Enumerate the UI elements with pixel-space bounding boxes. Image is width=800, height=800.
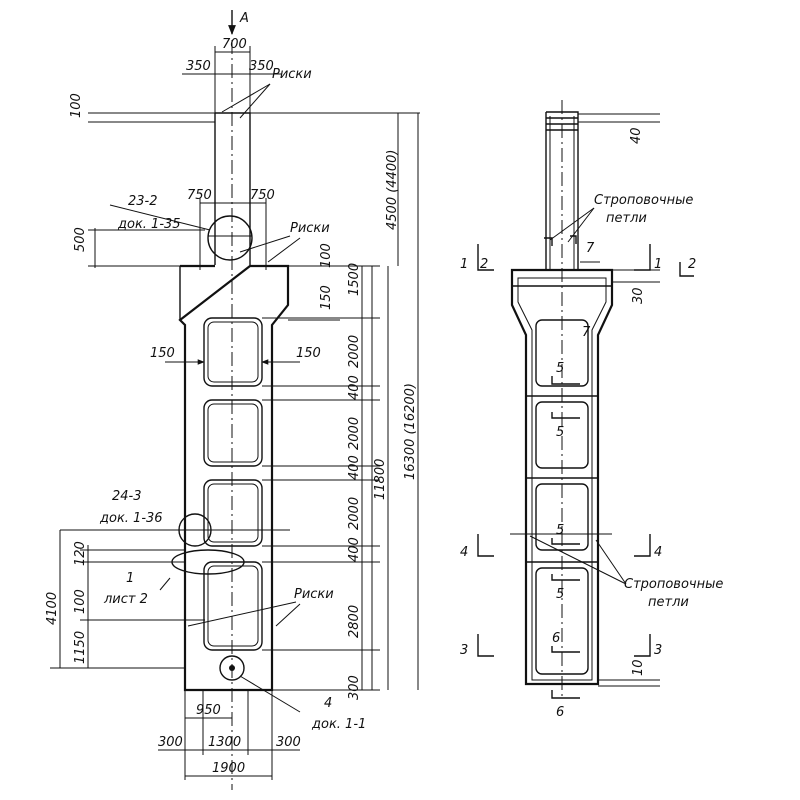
- dim-1150: 1150: [73, 631, 88, 664]
- opening-3: [203, 479, 263, 547]
- dim-150-right: 150: [296, 346, 321, 361]
- section-4-right: 4: [654, 545, 662, 560]
- detail-circle-4: [219, 655, 245, 681]
- section-3-left: 3: [460, 643, 468, 658]
- section-6-b: 6: [556, 705, 564, 720]
- dim-30: 30: [631, 287, 646, 304]
- side-head: [545, 111, 579, 270]
- sheet-ref-num: 1: [126, 571, 134, 586]
- dim-400-3: 400: [347, 537, 362, 562]
- dim-2000-1: 2000: [347, 335, 362, 368]
- dim-300-right: 300: [276, 735, 301, 750]
- side-view: 40 Строповочные петли 1 2 1 2 7 30 7: [460, 100, 723, 720]
- section-5-b: 5: [556, 425, 564, 440]
- side-cell-1: [535, 319, 589, 387]
- opening-2: [203, 399, 263, 467]
- side-cell-2: [535, 401, 589, 469]
- dim-2800: 2800: [347, 605, 362, 638]
- dim-350-left: 350: [186, 59, 211, 74]
- lifting-loops-bottom-1: Строповочные: [624, 577, 723, 592]
- dim-11800: 11800: [373, 459, 388, 500]
- detail-4-num: 4: [324, 696, 332, 711]
- dim-4100: 4100: [45, 592, 60, 625]
- side-cell-3: [535, 483, 589, 551]
- dim-100-shoulder: 100: [319, 243, 334, 268]
- dim-150-left: 150: [150, 346, 175, 361]
- dim-750-right: 750: [250, 188, 275, 203]
- sheet-ref-sheet: лист 2: [103, 592, 148, 607]
- marks-label-top: Риски: [272, 67, 312, 82]
- detail-23-2-num: 23-2: [128, 194, 158, 209]
- view-arrow-label: A: [239, 11, 249, 26]
- dim-16300: 16300 (16200): [403, 383, 418, 480]
- section-1-right: 1: [654, 257, 662, 272]
- section-6-a: 6: [552, 631, 560, 646]
- lifting-loops-top-1: Строповочные: [594, 193, 693, 208]
- detail-24-3-num: 24-3: [112, 489, 142, 504]
- dim-750-left: 750: [187, 188, 212, 203]
- dim-150-side: 150: [319, 285, 334, 310]
- section-2-left: 2: [480, 257, 488, 272]
- dim-1900: 1900: [212, 761, 245, 776]
- dim-1500: 1500: [347, 263, 362, 296]
- detail-circle-23-2: [207, 215, 253, 261]
- detail-24-3-doc: док. 1-36: [99, 511, 163, 526]
- section-2-right: 2: [688, 257, 696, 272]
- dim-10: 10: [631, 659, 646, 676]
- section-3-right: 3: [654, 643, 662, 658]
- section-1-left: 1: [460, 257, 468, 272]
- marks-label-mid: Риски: [290, 221, 330, 236]
- detail-4-doc: док. 1-1: [311, 717, 366, 732]
- section-5-c: 5: [556, 523, 564, 538]
- mark-7-top: 7: [586, 241, 595, 256]
- opening-1: [203, 317, 263, 387]
- dim-400-2: 400: [347, 455, 362, 480]
- section-5-a: 5: [556, 361, 564, 376]
- front-view: A 700 350 350 Риски 100 23-2 док. 1-35 7…: [45, 10, 420, 790]
- dim-100-top: 100: [69, 93, 84, 118]
- dim-400-1: 400: [347, 375, 362, 400]
- mark-7-bracket: 7: [582, 325, 591, 340]
- section-4-left: 4: [460, 545, 468, 560]
- dim-120: 120: [73, 541, 88, 566]
- side-cell-4: [535, 567, 589, 675]
- dim-2000-2: 2000: [347, 417, 362, 450]
- detail-23-2-doc: док. 1-35: [117, 217, 181, 232]
- dim-40: 40: [629, 127, 644, 144]
- dim-350-right: 350: [249, 59, 274, 74]
- dim-300-left: 300: [158, 735, 183, 750]
- dim-950: 950: [196, 703, 221, 718]
- opening-4: [203, 561, 263, 651]
- dim-300-bottom: 300: [347, 675, 362, 700]
- lifting-loops-top-2: петли: [606, 211, 647, 226]
- column-body: [178, 264, 290, 692]
- section-5-d: 5: [556, 587, 564, 602]
- dim-4500: 4500 (4400): [385, 150, 400, 230]
- dim-700: 700: [222, 37, 247, 52]
- side-body: [510, 268, 614, 686]
- dim-1300: 1300: [208, 735, 241, 750]
- dim-2000-3: 2000: [347, 497, 362, 530]
- dim-100-lower: 100: [73, 589, 88, 614]
- lifting-loops-bottom-2: петли: [648, 595, 689, 610]
- marks-label-lower: Риски: [294, 587, 334, 602]
- dim-500: 500: [73, 227, 88, 252]
